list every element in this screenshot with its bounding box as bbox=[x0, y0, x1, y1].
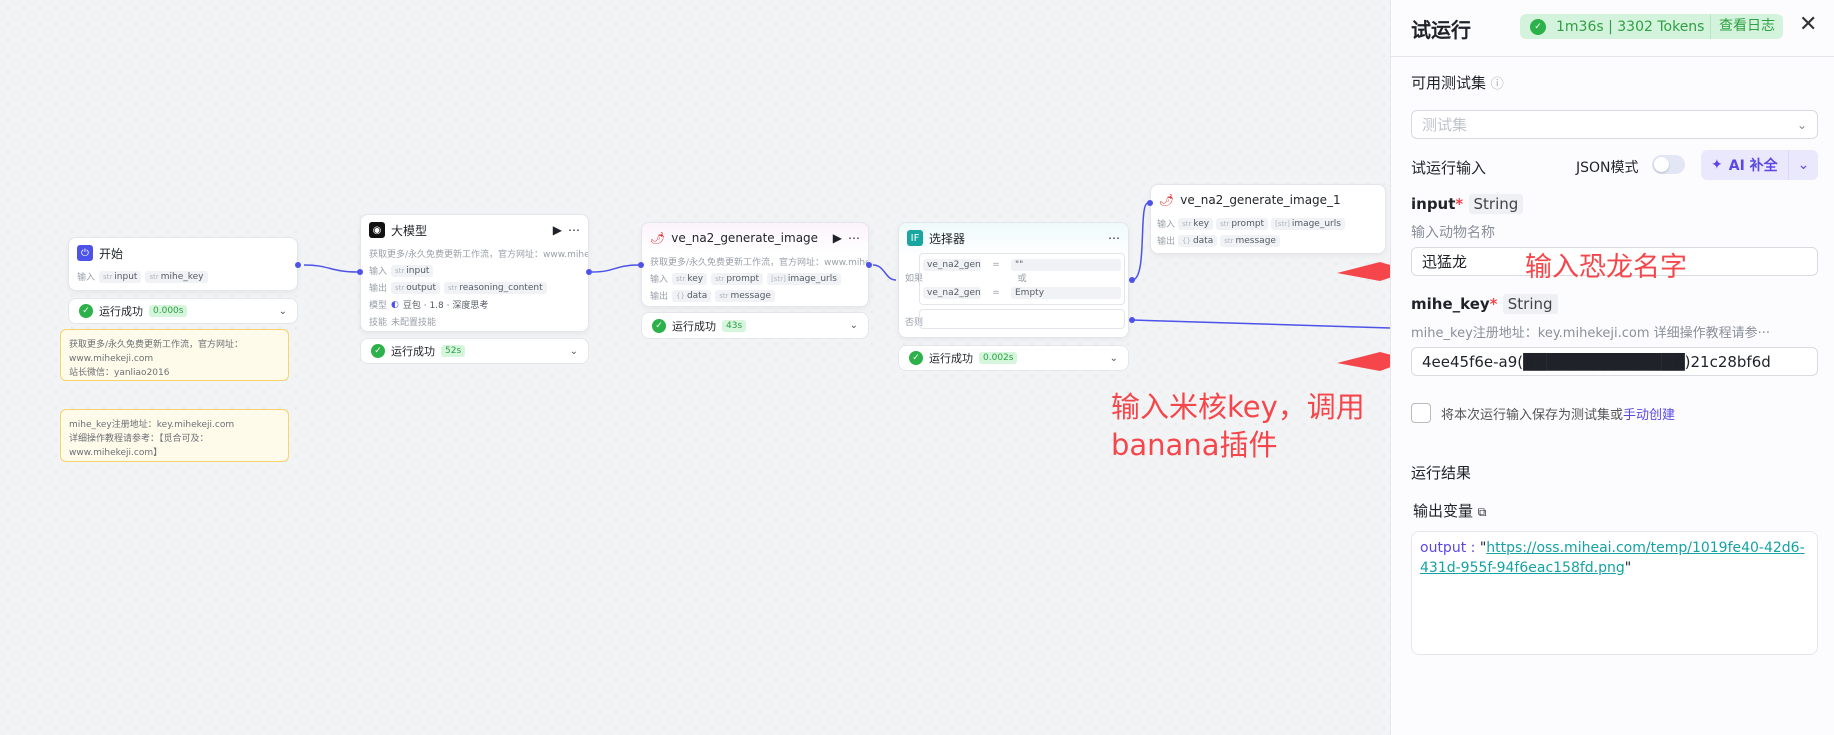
param-tag: [str]image_urls bbox=[767, 272, 841, 285]
close-icon[interactable]: ✕ bbox=[1799, 12, 1818, 37]
check-icon: ✓ bbox=[371, 344, 385, 358]
play-icon[interactable]: ▶ bbox=[832, 231, 842, 245]
save-testset-checkbox[interactable] bbox=[1411, 403, 1431, 423]
output-port[interactable] bbox=[866, 262, 872, 268]
input-field[interactable]: 迅猛龙 bbox=[1411, 247, 1818, 276]
more-icon[interactable]: ⋯ bbox=[848, 231, 860, 245]
if-port[interactable] bbox=[1129, 277, 1135, 283]
mihe-key-field[interactable]: 4ee45f6e-a9(██████████████)21c28bf6d bbox=[1411, 347, 1818, 376]
generate-image-node[interactable]: 🌶ve_na2_generate_image▶⋯ 获取更多/永久免费更新工作流，… bbox=[641, 222, 869, 307]
check-icon: ✓ bbox=[652, 318, 666, 333]
param-tag: {}data bbox=[1178, 234, 1218, 247]
input-port[interactable] bbox=[357, 269, 363, 275]
more-icon[interactable]: ⋯ bbox=[568, 223, 580, 237]
param-tag: [str]image_urls bbox=[1271, 217, 1345, 230]
chevron-down-icon[interactable]: ⌄ bbox=[278, 305, 287, 317]
param-tag: {}data bbox=[672, 289, 712, 302]
input-port[interactable] bbox=[1147, 200, 1153, 206]
check-icon: ✓ bbox=[1530, 18, 1546, 35]
chevron-down-icon[interactable]: ⌄ bbox=[569, 345, 578, 357]
output-port[interactable] bbox=[586, 269, 592, 275]
chili-icon: 🌶 bbox=[1159, 193, 1175, 207]
if-icon: IF bbox=[907, 230, 923, 246]
check-icon: ✓ bbox=[79, 304, 93, 318]
manual-create-link[interactable]: 手动创建 bbox=[1623, 408, 1676, 423]
output-url-link[interactable]: https://oss.miheai.com/temp/1019fe40-42d… bbox=[1420, 540, 1805, 576]
output-box: output : "https://oss.miheai.com/temp/10… bbox=[1411, 531, 1818, 655]
llm-icon: ◉ bbox=[369, 222, 385, 238]
play-icon[interactable]: ▶ bbox=[552, 223, 562, 237]
view-log-button[interactable]: 查看日志 bbox=[1710, 14, 1783, 39]
info-icon: ⓘ bbox=[1490, 77, 1504, 92]
chevron-down-icon: ⌄ bbox=[1796, 117, 1807, 132]
run-stats-badge: ✓ 1m36s | 3302 Tokens 查看日志 bbox=[1520, 14, 1783, 39]
model-icon: ◐ bbox=[391, 299, 399, 310]
chevron-down-icon[interactable]: ⌄ bbox=[1109, 352, 1118, 364]
else-port[interactable] bbox=[1129, 317, 1135, 323]
input-port[interactable] bbox=[638, 262, 644, 268]
testset-select[interactable]: 测试集⌄ bbox=[1411, 110, 1818, 139]
check-icon: ✓ bbox=[909, 351, 923, 365]
panel-title: 试运行 bbox=[1411, 18, 1471, 42]
ai-fill-button[interactable]: ✦AI 补全⌄ bbox=[1701, 150, 1818, 180]
annotation-dino: 输入恐龙名字 bbox=[1525, 252, 1687, 283]
sparkle-icon: ✦ bbox=[1711, 157, 1723, 173]
output-port[interactable] bbox=[295, 262, 301, 268]
test-run-panel: 试运行 ✓ 1m36s | 3302 Tokens 查看日志 ✕ 可用测试集 ⓘ… bbox=[1390, 0, 1834, 735]
chili-icon: 🌶 bbox=[650, 231, 666, 245]
llm-node[interactable]: ◉大模型▶⋯ 获取更多/永久免费更新工作流，官方网址：www.mihekeji.… bbox=[360, 214, 589, 332]
copy-icon[interactable]: ⧉ bbox=[1477, 505, 1487, 519]
more-icon[interactable]: ⋯ bbox=[1108, 231, 1120, 245]
json-mode-toggle[interactable] bbox=[1652, 155, 1685, 174]
chevron-down-icon[interactable]: ⌄ bbox=[1788, 150, 1818, 180]
chevron-down-icon[interactable]: ⌄ bbox=[849, 320, 858, 331]
start-icon: ⏻ bbox=[77, 245, 93, 261]
